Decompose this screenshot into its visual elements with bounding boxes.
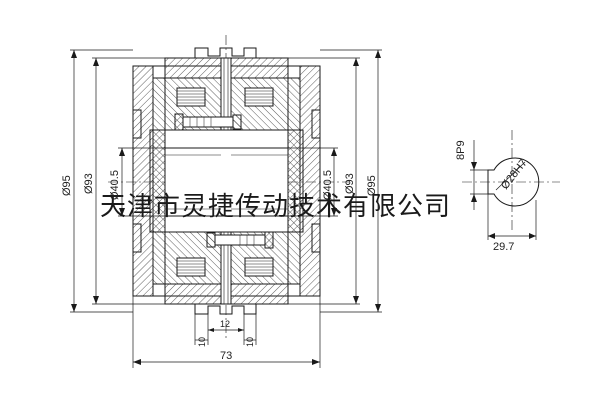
dim-mid-dia-right: Ø93 [344,173,356,194]
dim-bore-right: Ø40.5 [322,170,334,200]
dim-keyway: 8P9 [455,140,467,160]
dim-side-b: 10 [245,337,255,347]
right-step-top [311,109,321,139]
dim-shaft-bore: Ø28H7 [499,157,530,192]
dim-side-a: 10 [197,337,207,347]
bolt-head-top [174,113,184,131]
nut-top [232,114,242,130]
left-step-top [132,109,142,139]
dimension-labels: Ø95 Ø93 Ø40.5 Ø40.5 Ø93 Ø95 73 12 10 10 [61,170,378,362]
dim-overall-length: 73 [220,350,232,362]
left-step-bottom [132,223,142,253]
dim-center-width: 12 [220,319,230,329]
nut-bottom [206,232,216,248]
dim-outer-dia-right: Ø95 [366,175,378,196]
dim-bore-left: Ø40.5 [109,170,121,200]
bolt-head-bottom [264,231,274,249]
dim-mid-dia-left: Ø93 [83,173,95,194]
dim-key-depth: 29.7 [493,241,514,253]
company-watermark: 天津市灵捷传动技术有限公司 [100,192,451,222]
right-step-bottom [311,223,321,253]
dim-outer-dia-left: Ø95 [61,175,73,196]
hub-right-wall [287,129,304,233]
section-view [108,35,350,340]
end-view [462,130,560,240]
dimension-lines [70,49,382,368]
bolt-shank-top [182,116,234,128]
hub-left-wall [149,129,166,233]
bottom-teeth [194,304,257,315]
bore-profile [487,157,540,207]
top-teeth [194,47,257,58]
hub-region [164,129,289,233]
